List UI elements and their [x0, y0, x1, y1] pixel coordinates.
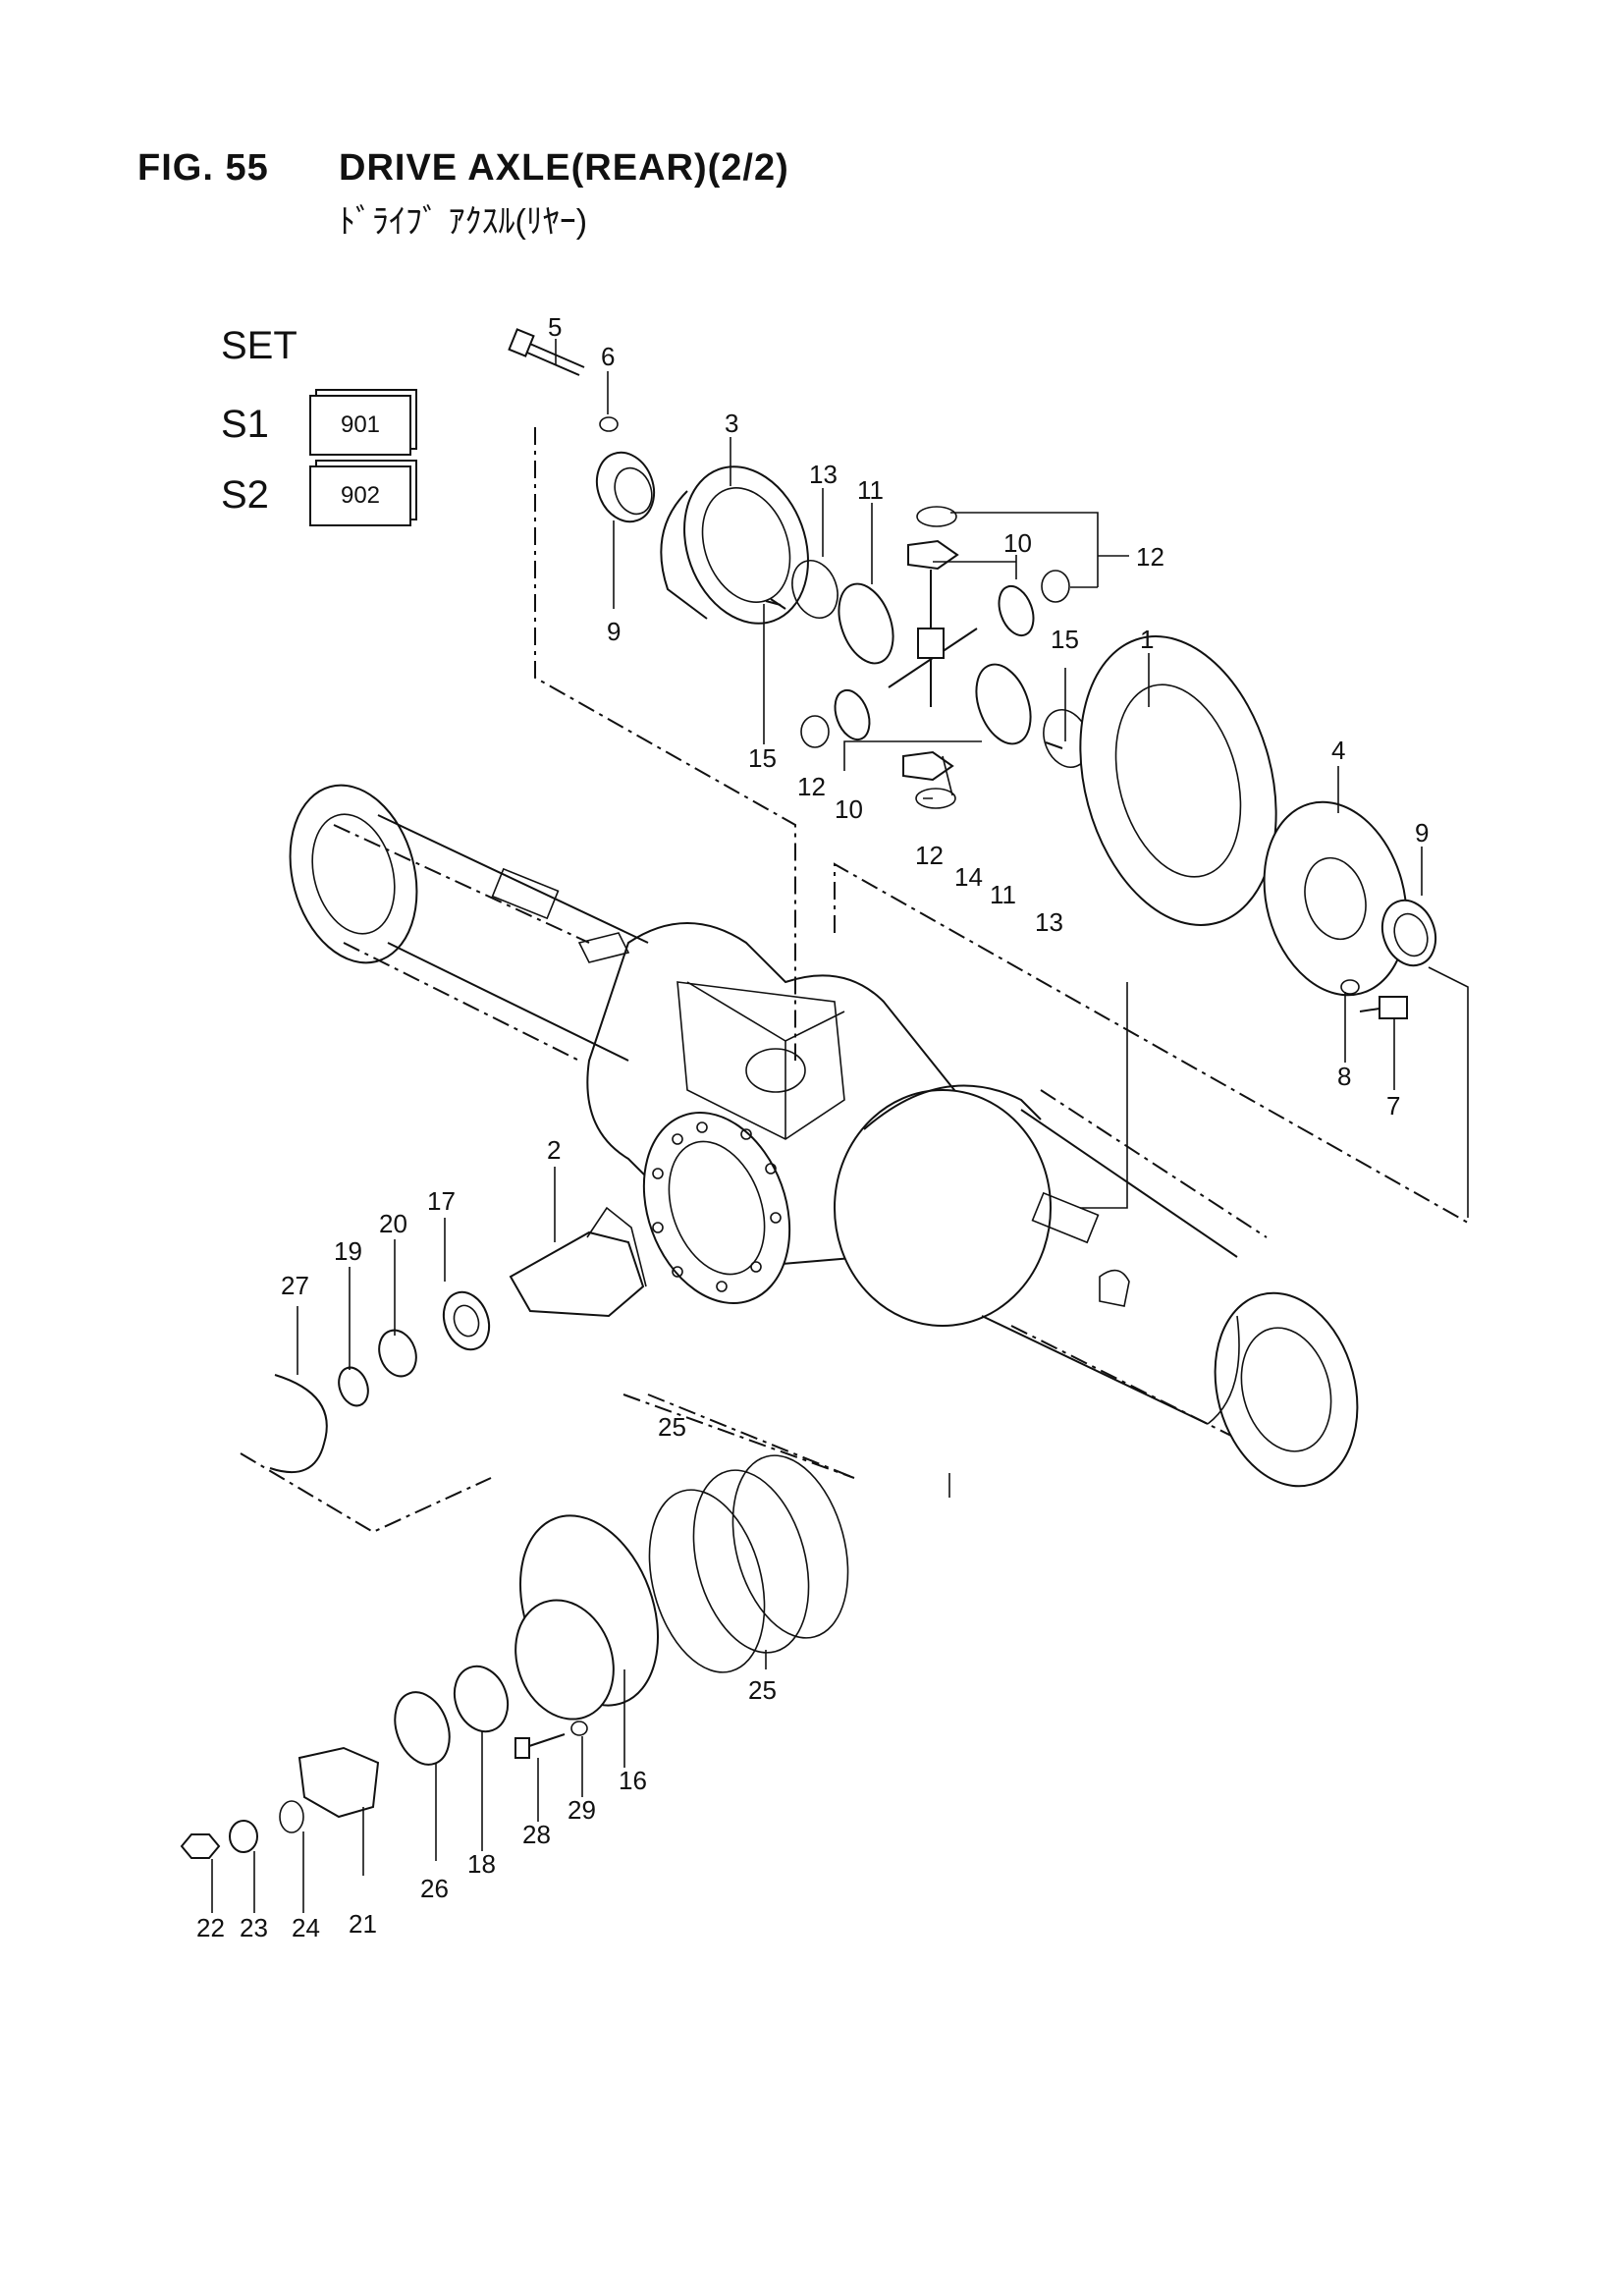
axle-housing: [289, 784, 1359, 1488]
callout-19: 19: [334, 1236, 362, 1266]
callout-16: 16: [619, 1766, 647, 1795]
figure-title: DRIVE AXLE(REAR)(2/2): [339, 147, 789, 189]
figure-number: FIG. 55: [137, 147, 269, 189]
callout-28: 28: [522, 1820, 551, 1849]
callout-13: 13: [809, 460, 838, 489]
callout-14: 14: [954, 862, 983, 892]
callout-3: 3: [725, 409, 738, 438]
callout-13: 13: [1035, 907, 1063, 937]
callout-11: 11: [857, 475, 884, 505]
callout-25: 25: [658, 1412, 686, 1442]
set-row-s2: S2 902: [221, 465, 437, 534]
callout-2: 2: [547, 1135, 561, 1165]
drive-pinion-2: [509, 1230, 645, 1318]
callout-22: 22: [196, 1913, 225, 1942]
callout-17: 17: [427, 1186, 456, 1216]
callout-1: 1: [1140, 625, 1154, 654]
callout-18: 18: [467, 1849, 496, 1879]
set-heading: SET: [221, 324, 298, 367]
flange-bolt-holes: [652, 1121, 782, 1292]
set-id: S1: [221, 403, 269, 446]
set-code-box: 902: [309, 465, 411, 526]
callout-12: 12: [797, 772, 826, 801]
callout-29: 29: [568, 1795, 596, 1825]
callout-9: 9: [1415, 818, 1429, 847]
differential-assembly: [508, 328, 1437, 1019]
callout-23: 23: [240, 1913, 268, 1942]
callout-26: 26: [420, 1874, 449, 1903]
leader-lines: [211, 339, 1469, 1913]
callout-12: 12: [915, 841, 944, 870]
callout-8: 8: [1337, 1062, 1351, 1091]
figure-subtitle: ﾄﾞﾗｲﾌﾞ ｱｸｽﾙ(ﾘﾔｰ): [339, 203, 588, 241]
callout-5: 5: [548, 312, 562, 342]
callout-12: 12: [1136, 542, 1164, 572]
callout-24: 24: [292, 1913, 320, 1942]
set-row-s1: S1 901: [221, 395, 437, 464]
callout-20: 20: [379, 1209, 407, 1238]
callout-10: 10: [835, 794, 863, 824]
pinion-assembly: [180, 1206, 855, 1859]
callout-7: 7: [1386, 1091, 1400, 1121]
callout-21: 21: [349, 1909, 377, 1939]
callout-4: 4: [1331, 736, 1345, 765]
bolt-5: [519, 341, 585, 376]
callout-11: 11: [990, 880, 1016, 909]
callout-labels: 5 6 3 9 13 11 10 12 15 1 15 12 10 12 14 …: [196, 312, 1429, 1942]
callout-9: 9: [607, 617, 621, 646]
set-code-box: 901: [309, 395, 411, 456]
callout-6: 6: [601, 342, 615, 371]
set-id: S2: [221, 473, 269, 517]
callout-27: 27: [281, 1271, 309, 1300]
callout-15: 15: [748, 743, 777, 773]
callout-15: 15: [1051, 625, 1079, 654]
callout-25: 25: [748, 1675, 777, 1705]
callout-10: 10: [1003, 528, 1032, 558]
